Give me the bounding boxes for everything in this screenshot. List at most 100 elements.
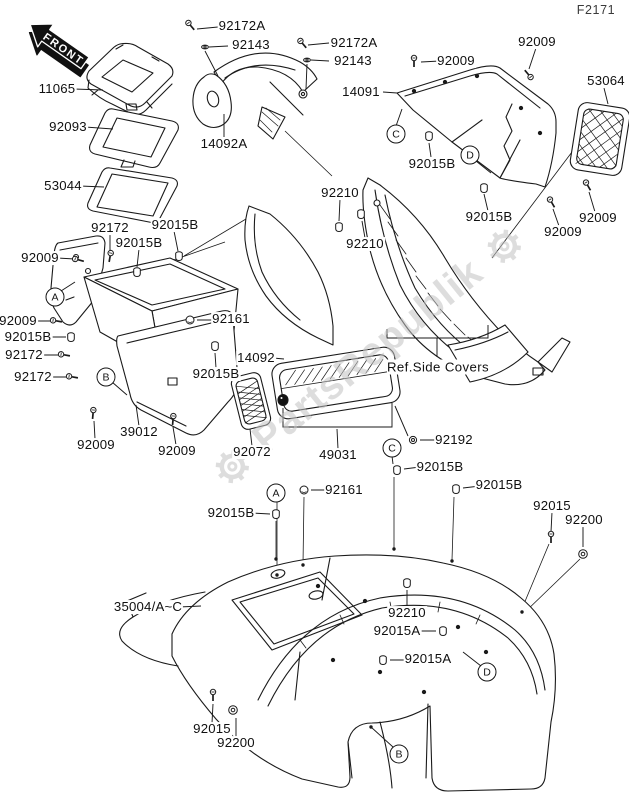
part-label-92161: 92161 (324, 482, 364, 498)
clip-icon (211, 341, 219, 352)
ref-side-covers-label: Ref.Side Covers (386, 359, 490, 375)
screw-icon (170, 412, 177, 426)
clip-icon (439, 626, 447, 637)
clip-icon (335, 222, 343, 233)
part-label-14091: 14091 (341, 84, 381, 100)
part-label-92015b: 92015B (3, 329, 53, 345)
part-label-92210: 92210 (387, 605, 427, 621)
part-label-92015b: 92015B (464, 209, 514, 225)
rear-fender-35004-drawing (119, 554, 556, 792)
callout-marker-a: A (266, 483, 286, 503)
screw-icon (297, 37, 307, 49)
callout-marker-d: D (477, 662, 497, 682)
part-label-92072: 92072 (232, 444, 272, 460)
part-label-92210: 92210 (345, 236, 385, 252)
clip-icon (452, 484, 460, 495)
side-cover-center-drawing (244, 205, 334, 346)
part-label-92009: 92009 (517, 34, 557, 50)
part-label-92015a: 92015A (372, 623, 422, 639)
handle-cover-14092a-drawing (192, 52, 318, 140)
part-label-92009: 92009 (543, 224, 583, 240)
screw-icon (65, 373, 79, 380)
part-label-92172: 92172 (4, 347, 44, 363)
part-label-92172: 92172 (90, 220, 130, 236)
screw-icon (547, 530, 555, 543)
part-label-92009: 92009 (20, 250, 60, 266)
part-label-39012: 39012 (119, 424, 159, 440)
part-label-92172a: 92172A (329, 35, 379, 51)
part-label-53064: 53064 (586, 73, 626, 89)
screw-icon (71, 255, 85, 263)
fiche-code: F2171 (576, 3, 616, 17)
part-label-92161: 92161 (211, 311, 251, 327)
grille-53064-drawing (569, 102, 629, 176)
pad-92072-drawing (230, 372, 272, 430)
callout-marker-b: B (96, 367, 116, 387)
seal-53044-drawing (87, 167, 178, 224)
footrest-mat-drawing (271, 346, 401, 420)
callout-marker-c: C (386, 124, 406, 144)
callout-marker-d: D (460, 145, 480, 165)
part-label-49031: 49031 (318, 447, 358, 463)
part-label-92210: 92210 (320, 185, 360, 201)
part-label-92172a: 92172A (217, 18, 267, 34)
part-label-92009: 92009 (157, 443, 197, 459)
washer-icon (303, 57, 311, 63)
panel-14091-drawing (396, 65, 557, 188)
part-label-92200: 92200 (216, 735, 256, 751)
part-label-92015b: 92015B (474, 477, 524, 493)
part-label-92015b: 92015B (415, 459, 465, 475)
clip-icon (403, 578, 411, 589)
clip-icon (133, 267, 141, 278)
grommet-icon (228, 705, 238, 715)
part-label-92093: 92093 (48, 119, 88, 135)
callout-marker-b: B (389, 744, 409, 764)
front-direction-arrow: FRONT (28, 23, 90, 78)
part-label-92015b: 92015B (206, 505, 256, 521)
screw-icon (209, 688, 217, 701)
knob-icon (299, 485, 309, 495)
callout-marker-c: C (382, 438, 402, 458)
screw-icon (410, 54, 418, 67)
part-label-92015b: 92015B (150, 217, 200, 233)
clip-icon (272, 509, 280, 520)
clip-icon (67, 332, 75, 343)
part-label-92015b: 92015B (191, 366, 241, 382)
part-label-92015: 92015 (192, 721, 232, 737)
clip-icon (425, 131, 433, 142)
screw-icon (185, 19, 195, 31)
fasteners (49, 19, 592, 715)
cover-11065-drawing (86, 42, 174, 116)
clip-icon (175, 251, 183, 262)
callout-marker-a: A (45, 287, 65, 307)
screw-icon (49, 317, 63, 324)
screw-icon (57, 351, 71, 358)
clip-icon (379, 655, 387, 666)
part-label-92009: 92009 (76, 437, 116, 453)
part-label-92015: 92015 (532, 498, 572, 514)
part-label-92015b: 92015B (114, 235, 164, 251)
washer-icon (201, 44, 209, 50)
part-label-92009: 92009 (436, 53, 476, 69)
grommet-icon (578, 549, 588, 559)
screw-icon (546, 196, 556, 208)
part-label-92009: 92009 (0, 313, 38, 329)
frame-92093-drawing (89, 108, 179, 169)
part-label-92192: 92192 (434, 432, 474, 448)
part-label-92015a: 92015A (403, 651, 453, 667)
front-carrier-39012-drawing (50, 235, 239, 436)
part-label-14092: 14092 (236, 350, 276, 366)
part-label-92172: 92172 (13, 369, 53, 385)
part-label-92143: 92143 (231, 37, 271, 53)
grommet-icon (408, 435, 418, 445)
part-label-92200: 92200 (564, 512, 604, 528)
part-label-92015b: 92015B (407, 156, 457, 172)
part-label-11065: 11065 (37, 81, 77, 97)
screw-icon (524, 69, 534, 81)
leader-lines (35, 26, 609, 748)
screw-icon (582, 179, 592, 191)
part-label-35004-a-c: 35004/A~C (112, 599, 184, 615)
part-label-92009: 92009 (578, 210, 618, 226)
